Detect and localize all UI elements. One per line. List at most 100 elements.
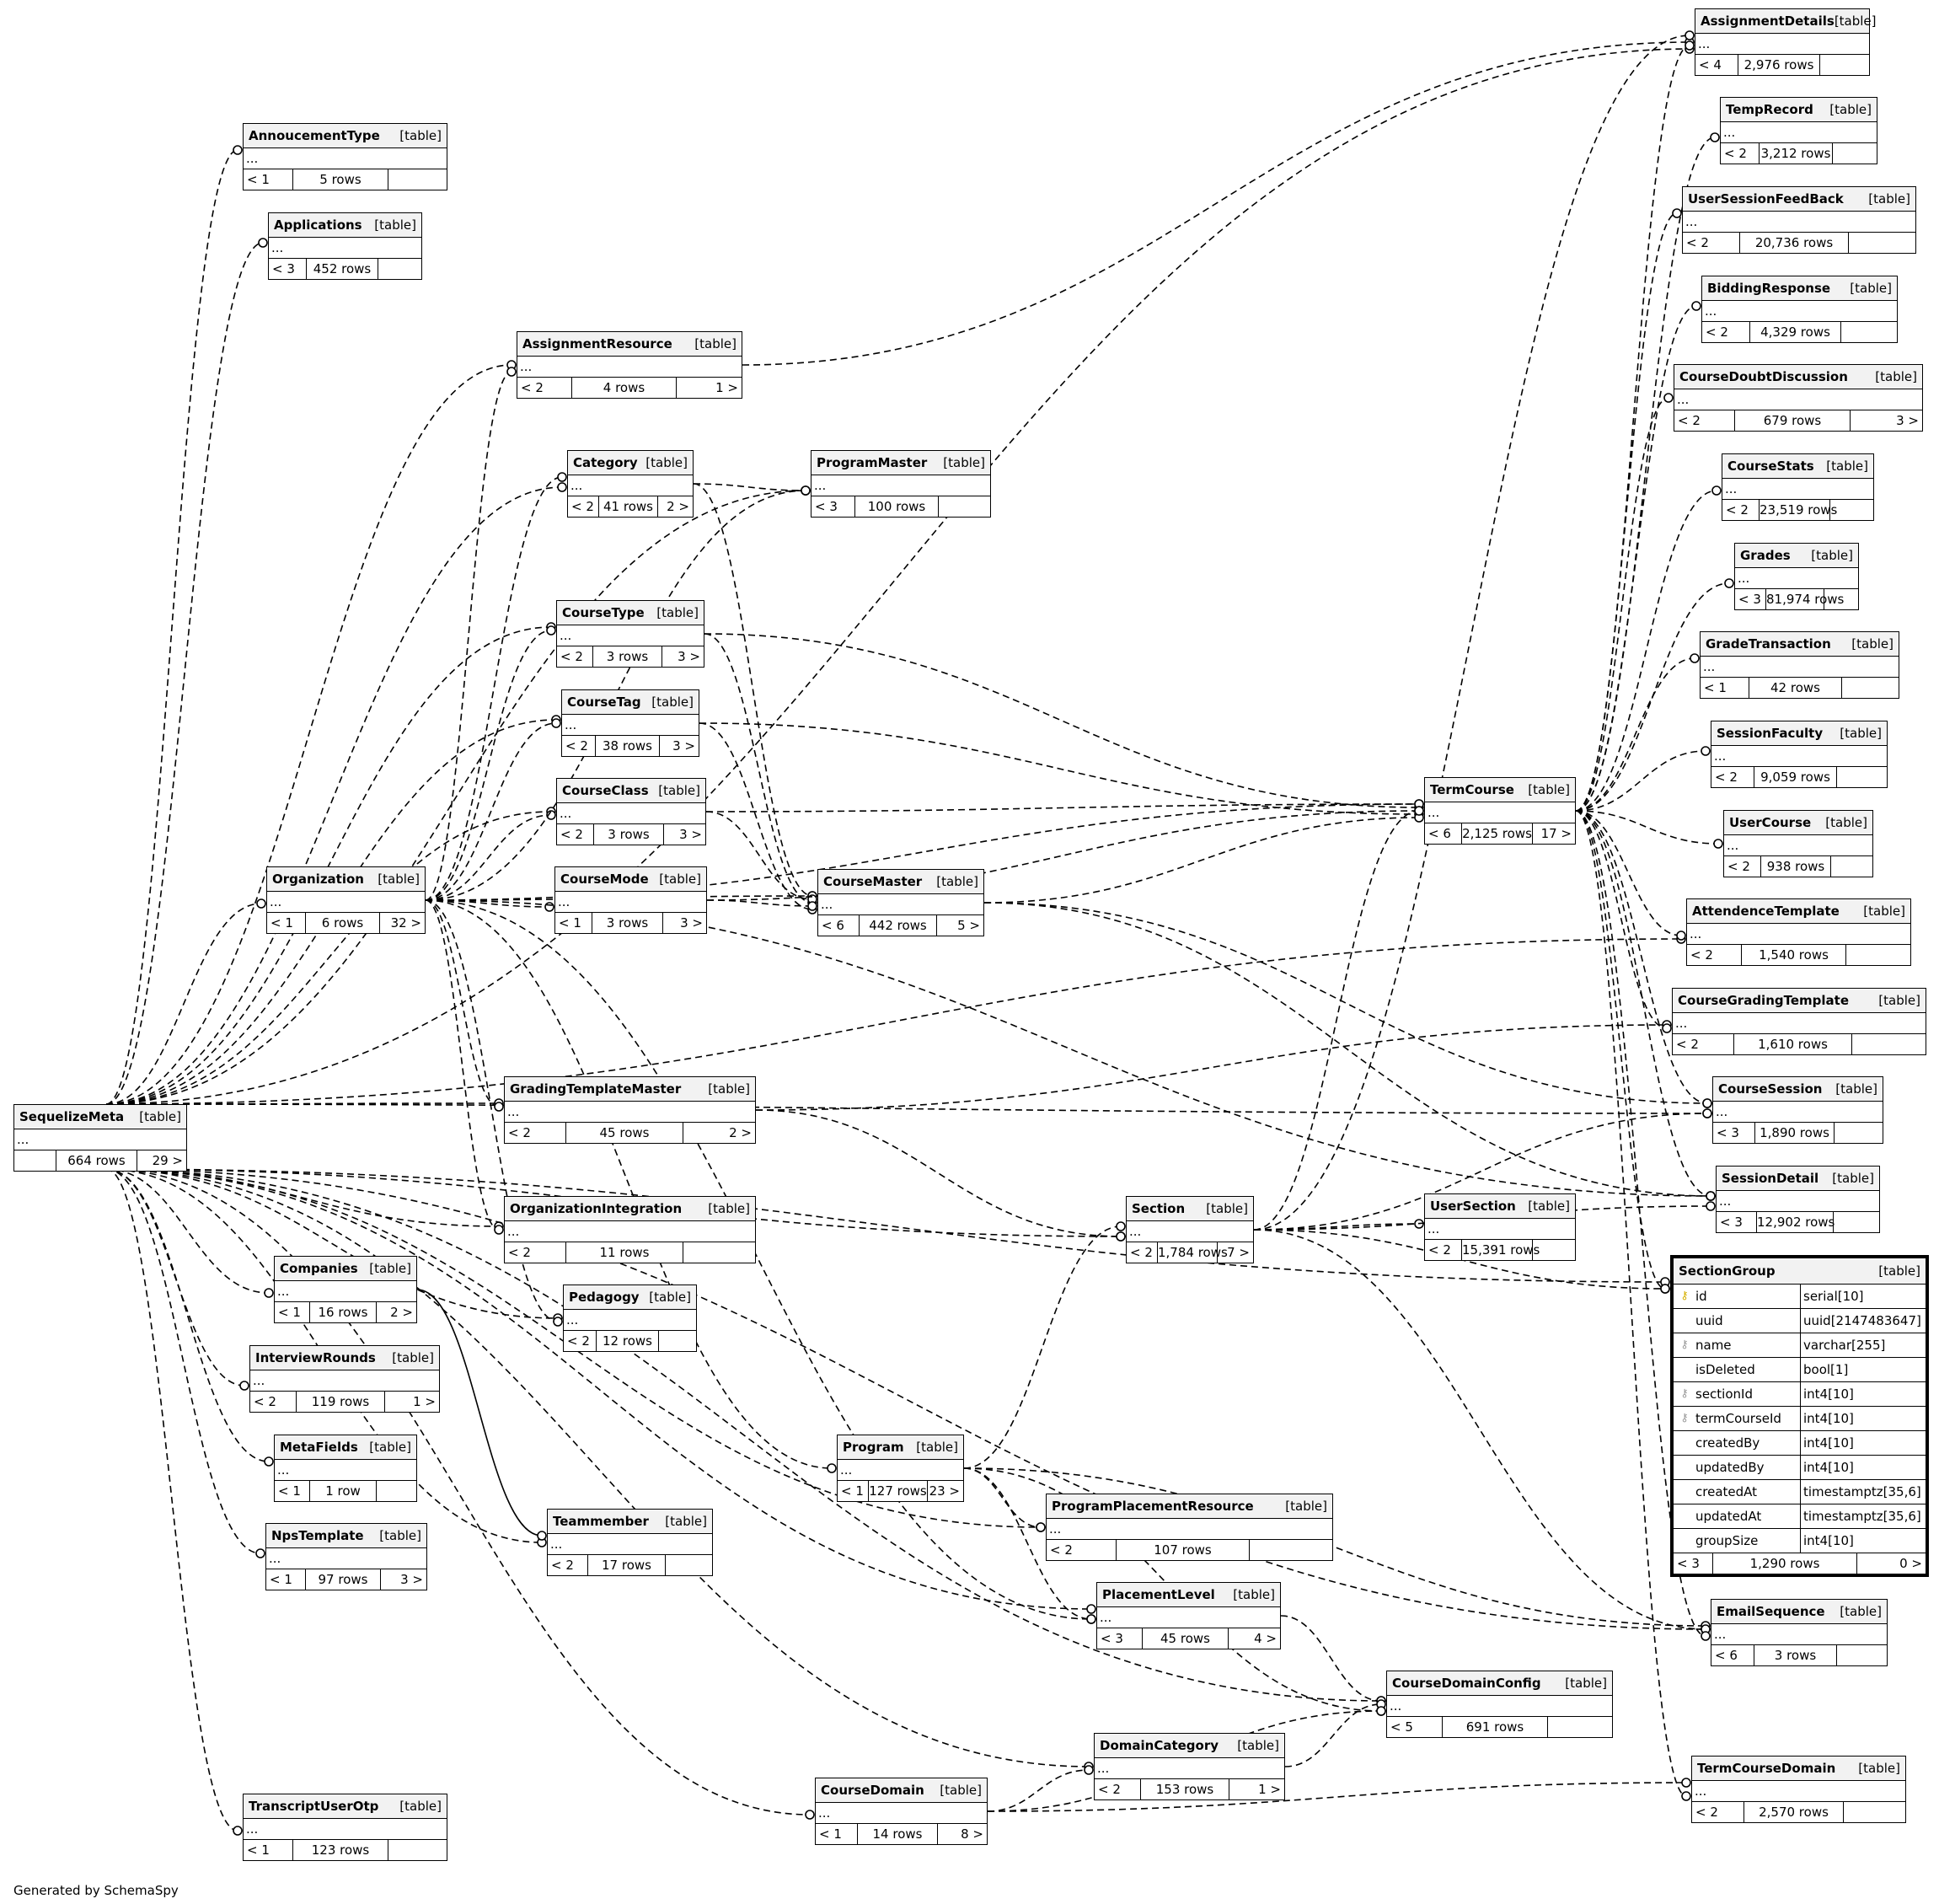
columns-collapsed[interactable]: ... — [267, 892, 425, 913]
columns-collapsed[interactable]: ... — [1425, 802, 1575, 823]
columns-collapsed[interactable]: ... — [838, 1460, 963, 1481]
table-name[interactable]: CourseTag — [567, 695, 641, 710]
columns-collapsed[interactable]: ... — [1711, 1624, 1887, 1645]
parents-count[interactable]: < 3 — [1674, 1553, 1713, 1574]
table-name[interactable]: Category — [573, 455, 638, 470]
table-name[interactable]: TermCourseDomain — [1697, 1761, 1836, 1776]
columns-collapsed[interactable]: ... — [562, 715, 699, 736]
children-count[interactable]: 2 > — [390, 1305, 413, 1320]
table-name[interactable]: UserSection — [1430, 1199, 1516, 1214]
table-name[interactable]: SessionDetail — [1722, 1171, 1819, 1186]
children-count[interactable] — [377, 1481, 416, 1501]
columns-collapsed[interactable]: ... — [1687, 924, 1910, 945]
parents-count[interactable]: < 5 — [1387, 1717, 1443, 1737]
parents-count[interactable]: < 6 — [1425, 823, 1462, 844]
table-name[interactable]: CourseType — [562, 605, 645, 620]
columns-collapsed[interactable]: ... — [1692, 1781, 1905, 1802]
children-count[interactable]: 3 > — [680, 915, 703, 931]
children-count[interactable] — [939, 496, 990, 517]
table-name[interactable]: ProgramMaster — [817, 455, 928, 470]
table-name[interactable]: CourseMaster — [823, 874, 923, 889]
columns-collapsed[interactable]: ... — [14, 1129, 186, 1150]
table-name[interactable]: CourseDoubtDiscussion — [1679, 369, 1848, 384]
table-name[interactable]: AssignmentDetails — [1701, 13, 1835, 29]
children-count[interactable]: 4 > — [1254, 1631, 1277, 1646]
children-count[interactable] — [683, 1242, 755, 1263]
table-name[interactable]: Applications — [274, 217, 362, 233]
columns-collapsed[interactable]: ... — [1722, 479, 1873, 500]
columns-collapsed[interactable]: ... — [1701, 657, 1899, 678]
table-name[interactable]: TranscriptUserOtp — [249, 1799, 379, 1814]
parents-count[interactable]: < 4 — [1695, 55, 1738, 75]
children-count[interactable] — [1846, 945, 1910, 965]
children-count[interactable] — [1834, 1212, 1879, 1232]
table-name[interactable]: CourseStats — [1727, 459, 1814, 474]
table-name[interactable]: Program — [843, 1440, 904, 1455]
children-count[interactable] — [1852, 1034, 1926, 1054]
parents-count[interactable]: < 3 — [811, 496, 855, 517]
parents-count[interactable]: < 2 — [250, 1392, 297, 1412]
table-name[interactable]: BiddingResponse — [1707, 281, 1831, 296]
children-count[interactable]: 5 > — [957, 918, 980, 933]
children-count[interactable] — [1844, 1802, 1905, 1822]
parents-count[interactable]: < 6 — [818, 915, 860, 936]
table-name[interactable]: Organization — [272, 872, 364, 887]
children-count[interactable]: 3 > — [400, 1572, 423, 1587]
children-count[interactable] — [1824, 589, 1858, 609]
children-count[interactable]: 2 > — [729, 1125, 752, 1140]
children-count[interactable]: 3 > — [672, 738, 695, 754]
table-name[interactable]: Grades — [1740, 548, 1791, 563]
columns-collapsed[interactable]: ... — [1387, 1696, 1612, 1717]
table-name[interactable]: DomainCategory — [1100, 1738, 1219, 1753]
table-name[interactable]: AttendenceTemplate — [1692, 904, 1840, 919]
parents-count[interactable]: < 1 — [244, 169, 293, 190]
columns-collapsed[interactable]: ... — [557, 625, 704, 646]
parents-count[interactable]: < 2 — [548, 1555, 588, 1575]
table-name[interactable]: EmailSequence — [1717, 1604, 1825, 1619]
children-count[interactable]: 3 > — [679, 827, 702, 842]
parents-count[interactable]: < 1 — [275, 1481, 310, 1501]
columns-collapsed[interactable]: ... — [818, 894, 983, 915]
children-count[interactable] — [378, 259, 421, 279]
table-name[interactable]: CourseGradingTemplate — [1678, 993, 1850, 1008]
columns-collapsed[interactable]: ... — [517, 357, 742, 378]
parents-count[interactable]: < 6 — [1711, 1645, 1754, 1665]
parents-count[interactable]: < 3 — [1097, 1628, 1143, 1649]
columns-collapsed[interactable]: ... — [1724, 835, 1872, 856]
children-count[interactable]: 8 > — [961, 1826, 983, 1842]
children-count[interactable]: 17 > — [1540, 826, 1572, 841]
columns-collapsed[interactable]: ... — [266, 1548, 426, 1569]
children-count[interactable]: 3 > — [678, 649, 700, 664]
parents-count[interactable]: < 2 — [1711, 767, 1754, 787]
parents-count[interactable]: < 2 — [1674, 410, 1735, 431]
parents-count[interactable]: < 2 — [505, 1242, 566, 1263]
children-count[interactable] — [1250, 1540, 1332, 1560]
columns-collapsed[interactable]: ... — [1717, 1191, 1879, 1212]
columns-collapsed[interactable]: ... — [568, 475, 693, 496]
columns-collapsed[interactable]: ... — [557, 803, 705, 824]
columns-collapsed[interactable]: ... — [548, 1534, 712, 1555]
table-name[interactable]: UserCourse — [1729, 815, 1812, 830]
